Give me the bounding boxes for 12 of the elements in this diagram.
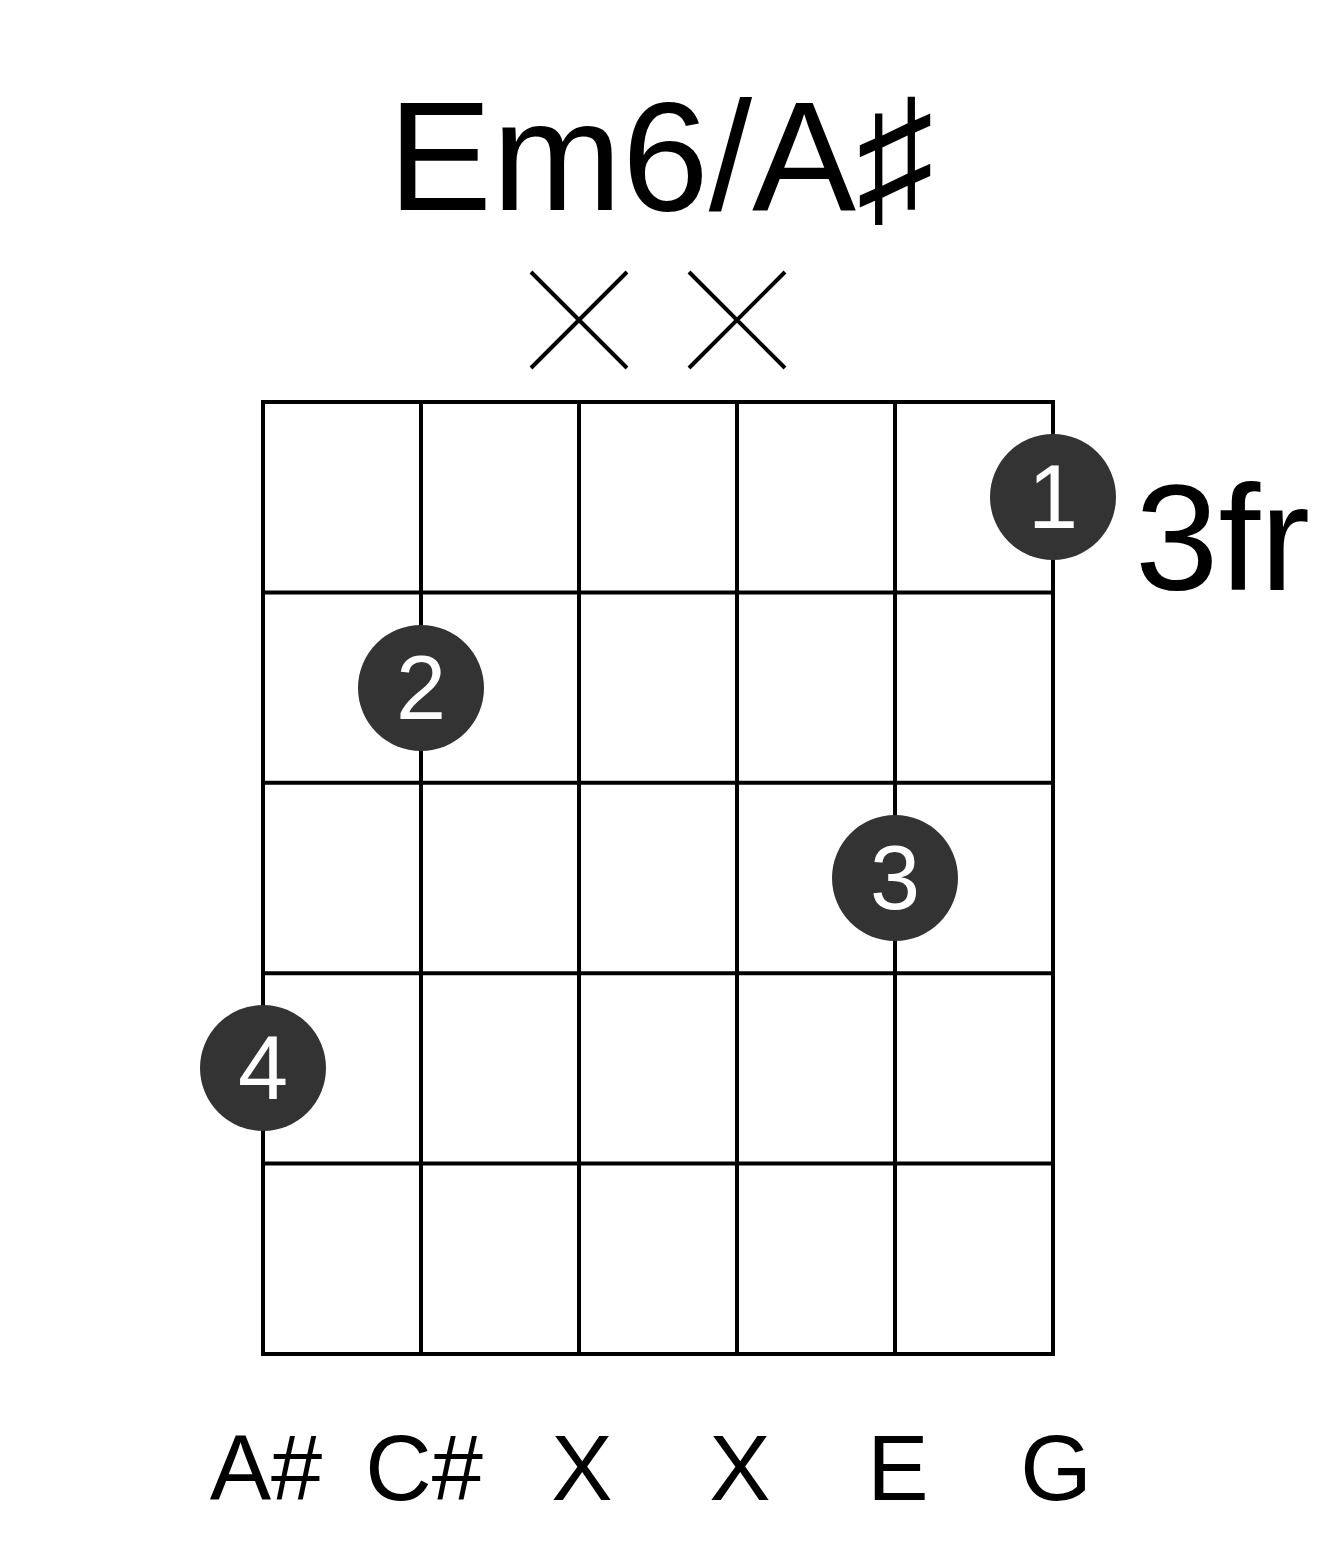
finger-dot: 1 [990,434,1116,561]
string-note-label: G [1020,1421,1092,1514]
string-note-label: E [867,1421,929,1514]
finger-dot: 2 [358,624,484,751]
string-note-label: C# [365,1421,483,1514]
chord-title: Em6/A♯ [387,78,935,234]
fret-position-label: 3fr [1135,462,1311,613]
finger-dot: 4 [200,1005,326,1132]
string-note-label: X [551,1421,613,1514]
finger-dot: 3 [832,815,958,941]
string-note-label: A# [209,1421,323,1514]
string-note-label: X [709,1421,771,1514]
